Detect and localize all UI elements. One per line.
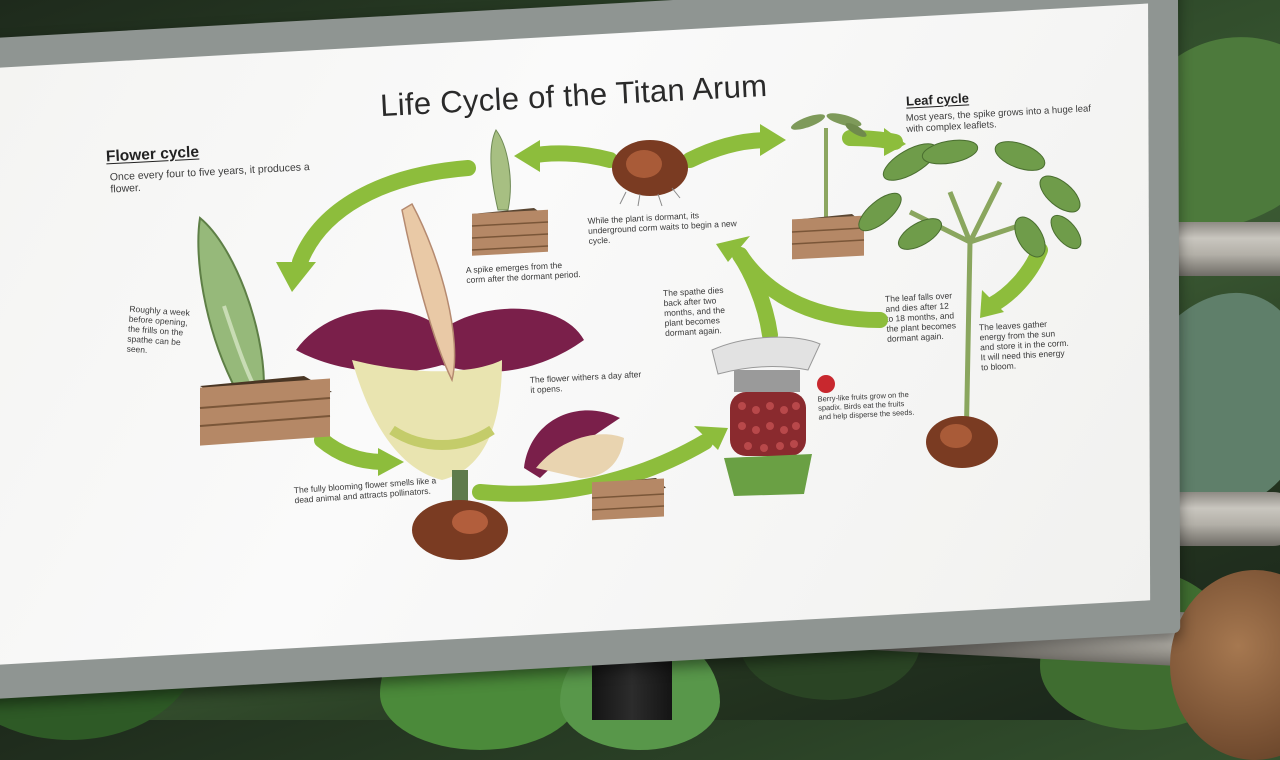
dormant-corm-illustration [612,140,688,207]
young-spike-in-crate-illustration [471,129,549,256]
crate-icon [471,208,549,256]
bud-in-crate-illustration [197,216,332,446]
withered-flower-in-crate-illustration [524,410,666,521]
mature-leaf-plant-illustration [858,139,1082,468]
fruiting-spadix-illustration [711,336,835,496]
blooming-titan-arum-illustration [296,202,584,560]
red-berry-icon [817,375,835,393]
leaf-sprout-in-crate-illustration [790,113,867,260]
